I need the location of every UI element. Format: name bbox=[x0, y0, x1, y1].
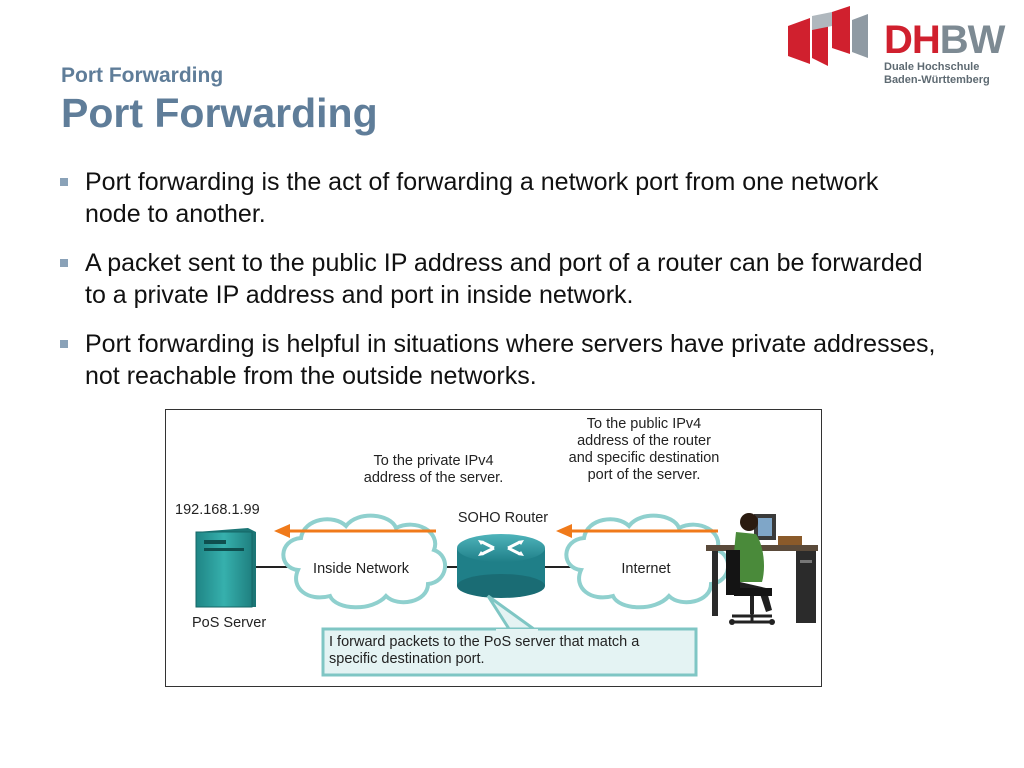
public-address-note: To the public IPv4 address of the router… bbox=[568, 416, 720, 483]
server-name-label: PoS Server bbox=[192, 615, 267, 631]
logo-subtext: Duale Hochschule Baden-Württemberg bbox=[884, 61, 1014, 87]
router-name-label: SOHO Router bbox=[457, 510, 549, 526]
section-subtitle: Port Forwarding bbox=[61, 64, 224, 87]
callout-pointer bbox=[486, 594, 543, 634]
server-icon bbox=[195, 528, 256, 608]
dhbw-logo-mark bbox=[788, 6, 868, 66]
bullet-square-icon bbox=[60, 259, 68, 267]
logo-subtext-line2: Baden-Württemberg bbox=[884, 74, 990, 86]
logo-bw: BW bbox=[939, 18, 1006, 62]
private-address-note: To the private IPv4 address of the serve… bbox=[363, 453, 504, 486]
bullet-square-icon bbox=[60, 178, 68, 186]
bullet-square-icon bbox=[60, 340, 68, 348]
dhbw-logo-wordmark: DHBW bbox=[884, 18, 1006, 63]
bullet-item: A packet sent to the public IP address a… bbox=[60, 247, 940, 311]
bullet-text: Port forwarding is the act of forwarding… bbox=[85, 168, 879, 228]
bullet-text: Port forwarding is helpful in situations… bbox=[85, 330, 936, 390]
logo-subtext-line1: Duale Hochschule bbox=[884, 61, 980, 73]
bullet-item: Port forwarding is the act of forwarding… bbox=[60, 166, 940, 230]
bullet-text: A packet sent to the public IP address a… bbox=[85, 249, 923, 309]
diagram-graphics bbox=[195, 513, 818, 677]
router-callout-text: I forward packets to the PoS server that… bbox=[329, 634, 640, 667]
inside-network-label: Inside Network bbox=[313, 561, 409, 577]
user-workstation-icon bbox=[706, 513, 818, 625]
internet-label: Internet bbox=[621, 561, 671, 577]
router-icon bbox=[457, 534, 545, 598]
server-ip-label: 192.168.1.99 bbox=[175, 502, 260, 518]
dhbw-logo: DHBW Duale Hochschule Baden-Württemberg bbox=[788, 6, 1016, 86]
bullet-item: Port forwarding is helpful in situations… bbox=[60, 328, 940, 392]
bullet-list: Port forwarding is the act of forwarding… bbox=[60, 166, 940, 409]
page-title: Port Forwarding bbox=[61, 90, 378, 136]
incoming-arrow-icon bbox=[556, 524, 718, 538]
port-forwarding-diagram: To the private IPv4 address of the serve… bbox=[165, 409, 822, 687]
logo-dh: DH bbox=[884, 18, 941, 62]
forward-arrow-icon bbox=[274, 524, 436, 538]
inside-network-cloud-icon bbox=[281, 513, 448, 610]
